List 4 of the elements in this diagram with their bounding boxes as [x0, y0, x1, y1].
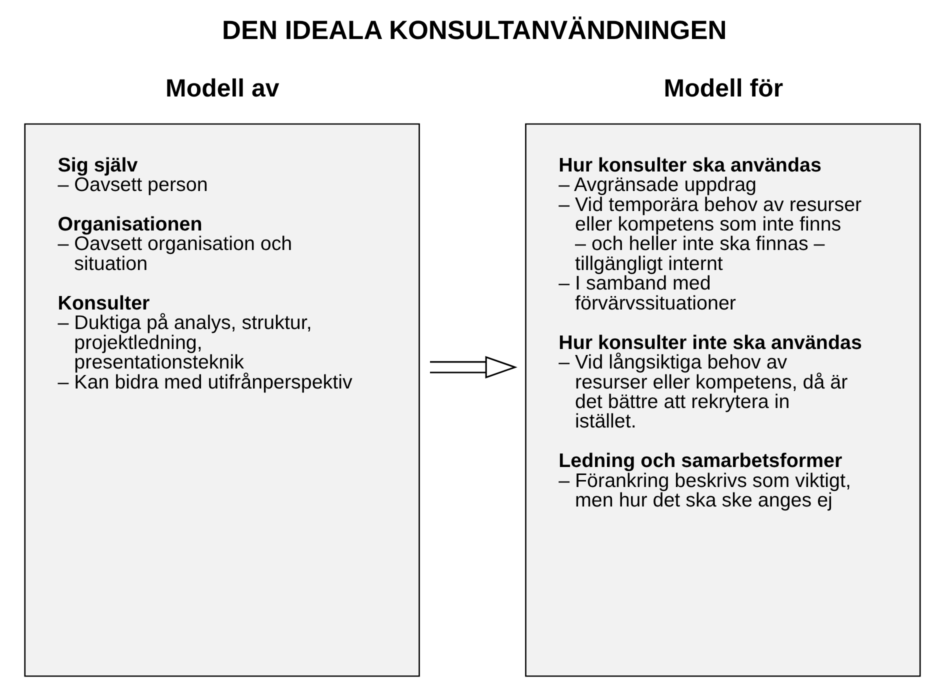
node-label: Modell för [663, 74, 783, 103]
diagram-title: DEN IDEALA KONSULTANVÄNDNINGEN [222, 15, 726, 46]
node-label: Modell av [165, 74, 279, 103]
arrow [429, 356, 517, 378]
